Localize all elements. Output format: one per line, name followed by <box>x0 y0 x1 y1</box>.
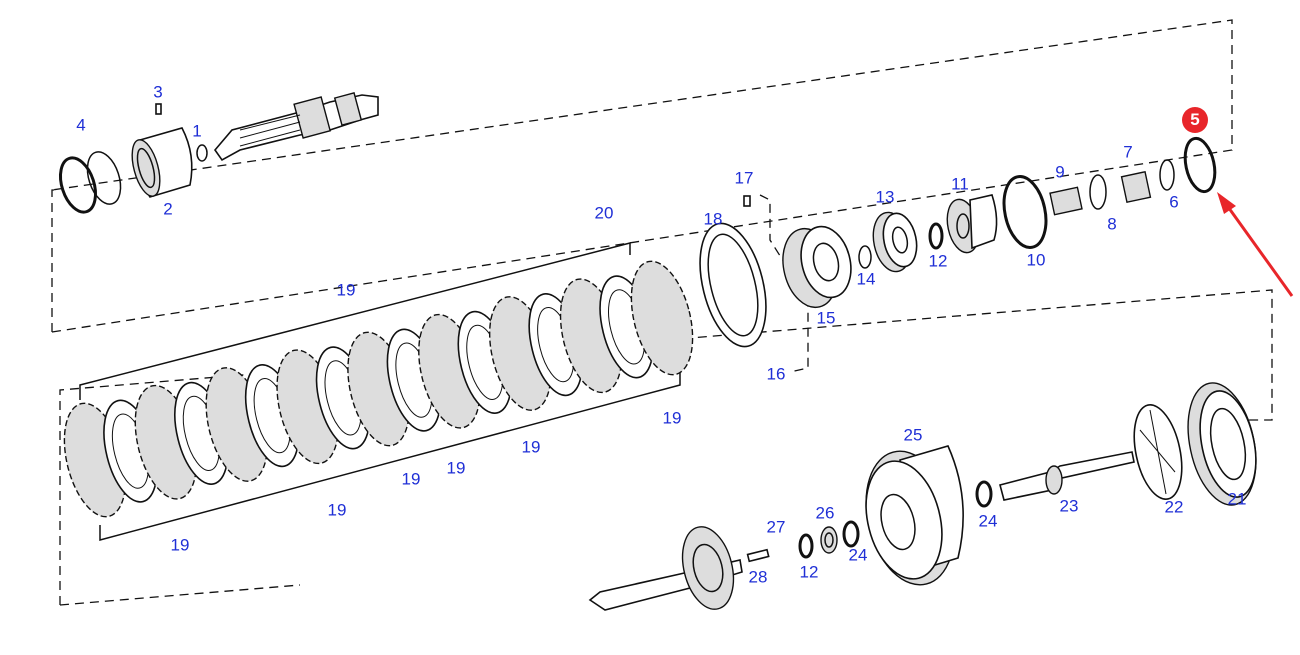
arrow-head <box>1217 192 1236 214</box>
label-8: 8 <box>1107 214 1117 234</box>
upper-main-shaft <box>213 92 379 162</box>
label-19-right: 19 <box>662 408 682 428</box>
clutch-pack-bracket-top <box>79 242 631 400</box>
part-11-bearing <box>946 194 998 254</box>
part-12-ring-lower <box>798 533 814 559</box>
part-10-snap-ring <box>1002 175 1048 249</box>
part-18-friction-disc <box>699 222 767 348</box>
part-12-ring-upper <box>928 222 944 250</box>
label-13: 13 <box>875 187 895 207</box>
label-26: 26 <box>815 503 835 523</box>
part-15-gear <box>782 225 852 309</box>
label-19-left: 19 <box>327 500 347 520</box>
part-9-spring <box>1049 186 1083 216</box>
label-12-upper: 12 <box>928 251 948 271</box>
label-2: 2 <box>163 199 173 219</box>
lower-output-shaft <box>588 526 743 611</box>
label-12-lower: 12 <box>799 562 819 582</box>
lower-dashed-frame-bottom <box>59 584 301 606</box>
label-21: 21 <box>1227 489 1247 509</box>
part-14-ring <box>858 245 872 269</box>
part-8-ring <box>1089 174 1107 210</box>
clutch-pack-bracket-bottom <box>99 365 681 541</box>
label-15: 15 <box>816 308 836 328</box>
label-6: 6 <box>1169 192 1179 212</box>
part-25-drum <box>865 445 964 586</box>
label-19-bottom: 19 <box>170 535 190 555</box>
part-22-disc-spring <box>1133 404 1183 500</box>
label-10: 10 <box>1026 250 1046 270</box>
part-7-sleeve <box>1120 170 1152 204</box>
part-5-snap-ring <box>1183 136 1217 194</box>
clutch-steel-plate <box>630 260 694 376</box>
label-19-mid-left: 19 <box>401 469 421 489</box>
part-17-pin <box>743 195 751 207</box>
part-26-bearing <box>820 526 838 554</box>
label-18: 18 <box>703 209 723 229</box>
arrow-shaft <box>1224 203 1294 297</box>
clutch-disc-pack <box>63 260 694 518</box>
label-27: 27 <box>766 517 786 537</box>
upper-dashed-frame <box>51 189 60 332</box>
part-21-cover <box>1187 382 1257 506</box>
label-1: 1 <box>192 121 202 141</box>
lower-dashed-frame <box>59 289 1273 605</box>
label-24-upper: 24 <box>978 511 998 531</box>
label-20: 20 <box>594 203 614 223</box>
label-19-mid-right: 19 <box>521 437 541 457</box>
label-3: 3 <box>153 82 163 102</box>
part-28-pin <box>746 548 770 563</box>
label-22: 22 <box>1164 497 1184 517</box>
part-23-shaft <box>999 451 1135 501</box>
label-17: 17 <box>734 168 754 188</box>
part-1-ring <box>196 144 208 162</box>
label-4: 4 <box>76 115 86 135</box>
part-24-ring-upper <box>975 480 993 508</box>
label-11: 11 <box>951 174 969 194</box>
part-6-ring <box>1159 159 1175 191</box>
label-25: 25 <box>903 425 923 445</box>
label-14: 14 <box>856 269 876 289</box>
label-9: 9 <box>1055 162 1065 182</box>
label-28: 28 <box>748 567 768 587</box>
part-24-ring-lower <box>842 520 860 548</box>
label-7: 7 <box>1123 142 1133 162</box>
label-24-lower: 24 <box>848 545 868 565</box>
label-23: 23 <box>1059 496 1079 516</box>
label-19-top: 19 <box>336 280 356 300</box>
label-19-mid: 19 <box>446 458 466 478</box>
label-16: 16 <box>766 364 786 384</box>
label-5-highlight-badge: 5 <box>1182 107 1208 133</box>
upper-dashed-frame-right <box>51 19 1233 333</box>
part-13-hub <box>872 211 918 273</box>
part-3-pin <box>155 103 162 115</box>
part-2-drum <box>131 127 193 198</box>
part-4-rings <box>58 151 122 214</box>
